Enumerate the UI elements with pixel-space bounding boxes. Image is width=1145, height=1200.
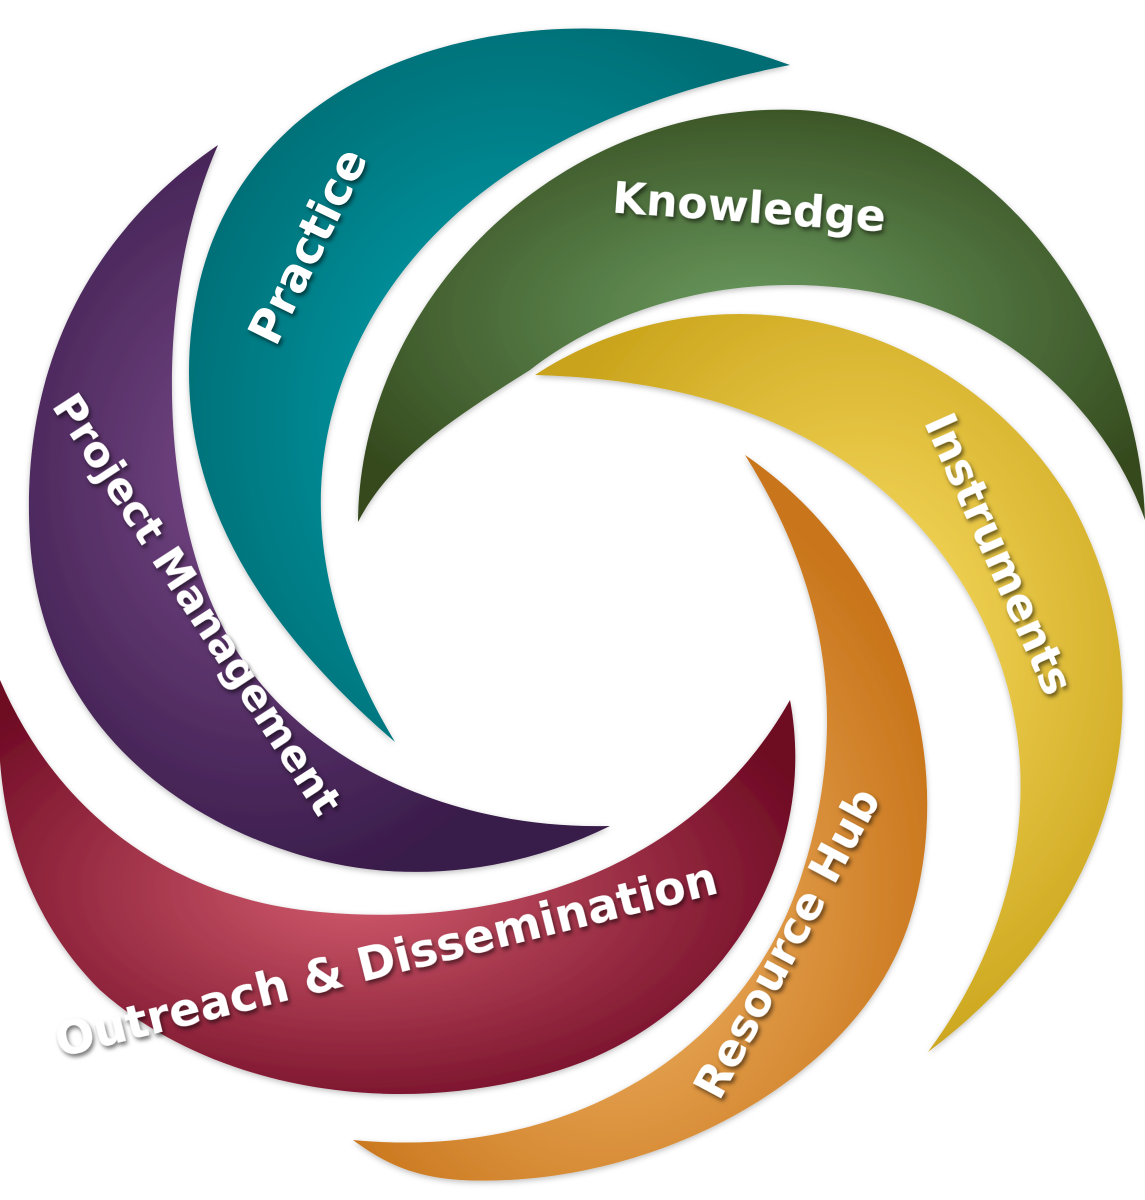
segments-group: [0, 28, 1145, 1181]
segment-project-management: [28, 145, 611, 872]
segment-outreach-dissemination: [0, 680, 796, 1094]
segment-resource-hub: [353, 455, 928, 1181]
segment-practice: [188, 28, 791, 742]
segment-instruments: [535, 313, 1123, 1052]
segment-knowledge: [358, 109, 1145, 522]
